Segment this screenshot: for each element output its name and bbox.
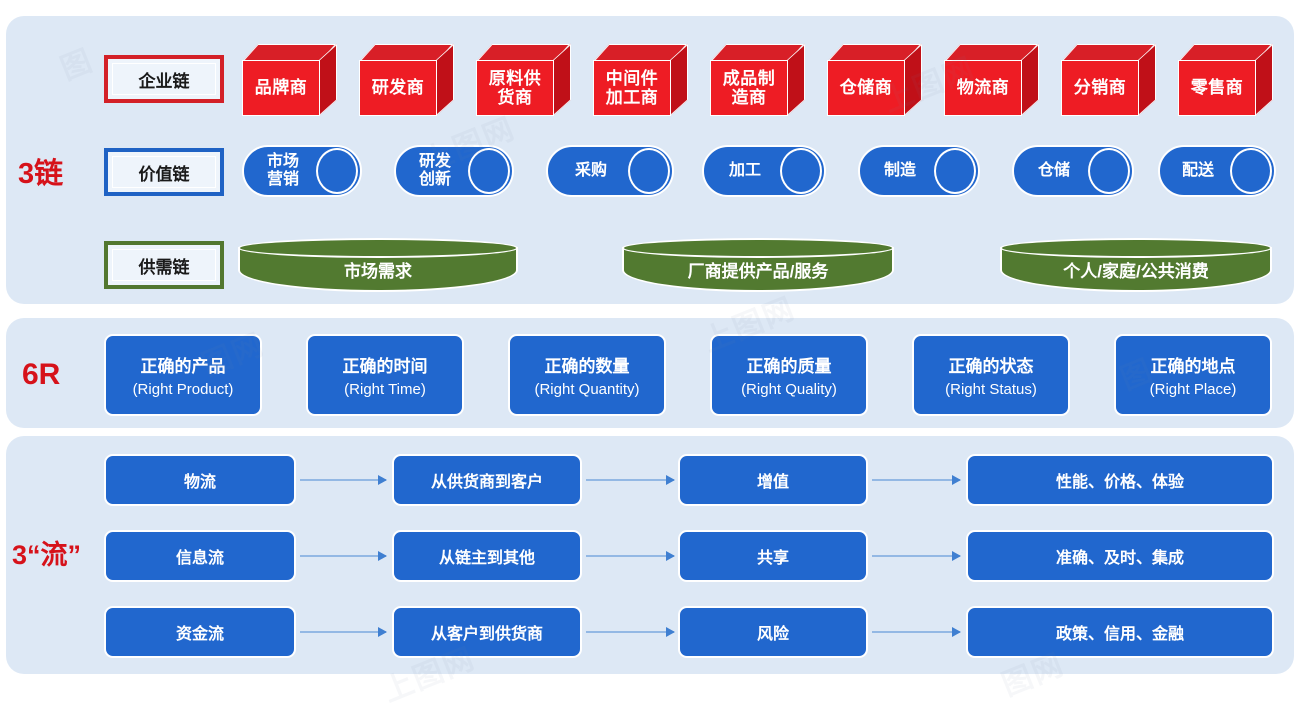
flow-effect[interactable]: 风险 — [678, 606, 868, 658]
six-r-card-cn: 正确的质量 — [746, 357, 832, 376]
box-front-face: 品牌商 — [242, 60, 320, 116]
cylinder-cap — [316, 148, 358, 194]
plate-label: 企业链 — [138, 71, 190, 91]
six-r-card-en: (Right Quantity) — [534, 381, 640, 398]
flow-arrow — [872, 475, 961, 485]
disc-lid — [622, 238, 894, 258]
section-label-chains: 3链 — [18, 158, 64, 190]
box-front-face: 原料供货商 — [476, 60, 554, 116]
plate-label: 供需链 — [138, 257, 190, 277]
six-r-card-en: (Right Status) — [945, 381, 1037, 398]
value-node[interactable]: 制造 — [858, 145, 980, 197]
plate-enterprise-chain: 企业链 — [104, 55, 224, 103]
value-node[interactable]: 市场营销 — [242, 145, 362, 197]
disc-lid — [1000, 238, 1272, 258]
flow-path[interactable]: 从供货商到客户 — [392, 454, 582, 506]
flow-arrow — [586, 551, 675, 561]
flow-attrs[interactable]: 政策、信用、金融 — [966, 606, 1274, 658]
value-node-label: 制造 — [883, 162, 916, 180]
disc-lid — [238, 238, 518, 258]
supply-node[interactable]: 厂商提供产品/服务 — [622, 238, 894, 292]
cylinder-cap — [628, 148, 670, 194]
flow-arrow — [872, 551, 961, 561]
flow-name[interactable]: 物流 — [104, 454, 296, 506]
box-front-face: 中间件加工商 — [593, 60, 671, 116]
six-r-card-en: (Right Time) — [344, 381, 426, 398]
value-node[interactable]: 仓储 — [1012, 145, 1134, 197]
cylinder-cap — [780, 148, 822, 194]
six-r-card-cn: 正确的数量 — [544, 357, 630, 376]
flow-arrow — [300, 551, 387, 561]
supply-node-label: 个人/家庭/公共消费 — [1063, 261, 1209, 281]
box-front-face: 零售商 — [1178, 60, 1256, 116]
flow-arrow — [300, 475, 387, 485]
flow-arrow — [872, 627, 961, 637]
flow-attrs[interactable]: 性能、价格、体验 — [966, 454, 1274, 506]
flow-attrs[interactable]: 准确、及时、集成 — [966, 530, 1274, 582]
flow-arrow — [586, 475, 675, 485]
value-node-label: 仓储 — [1037, 162, 1070, 180]
supply-node[interactable]: 市场需求 — [238, 238, 518, 292]
value-node-label: 市场营销 — [266, 153, 299, 188]
six-r-card[interactable]: 正确的状态 (Right Status) — [912, 334, 1070, 416]
six-r-card-cn: 正确的产品 — [140, 357, 226, 376]
flow-name[interactable]: 资金流 — [104, 606, 296, 658]
flow-effect[interactable]: 共享 — [678, 530, 868, 582]
flow-path[interactable]: 从客户到供货商 — [392, 606, 582, 658]
six-r-card-en: (Right Place) — [1149, 381, 1237, 398]
cylinder-cap — [934, 148, 976, 194]
value-node-label: 加工 — [728, 162, 761, 180]
flow-name[interactable]: 信息流 — [104, 530, 296, 582]
box-front-face: 成品制造商 — [710, 60, 788, 116]
plate-supply-chain: 供需链 — [104, 241, 224, 289]
section-label-flows: 3“流” — [12, 540, 82, 570]
supply-node[interactable]: 个人/家庭/公共消费 — [1000, 238, 1272, 292]
six-r-card-cn: 正确的地点 — [1150, 357, 1236, 376]
flow-effect[interactable]: 增值 — [678, 454, 868, 506]
value-node-label: 采购 — [574, 162, 607, 180]
value-node[interactable]: 采购 — [546, 145, 674, 197]
plate-value-chain: 价值链 — [104, 148, 224, 196]
cylinder-cap — [468, 148, 510, 194]
value-node[interactable]: 研发创新 — [394, 145, 514, 197]
six-r-card-en: (Right Quality) — [741, 381, 837, 398]
cylinder-cap — [1230, 148, 1272, 194]
flow-arrow — [300, 627, 387, 637]
supply-node-label: 市场需求 — [344, 261, 412, 281]
box-front-face: 分销商 — [1061, 60, 1139, 116]
six-r-card[interactable]: 正确的时间 (Right Time) — [306, 334, 464, 416]
box-front-face: 研发商 — [359, 60, 437, 116]
box-front-face: 仓储商 — [827, 60, 905, 116]
section-label-6r: 6R — [22, 358, 61, 391]
value-node[interactable]: 配送 — [1158, 145, 1276, 197]
flow-arrow — [586, 627, 675, 637]
six-r-card-en: (Right Product) — [132, 381, 234, 398]
six-r-card-cn: 正确的时间 — [342, 357, 428, 376]
six-r-card[interactable]: 正确的地点 (Right Place) — [1114, 334, 1272, 416]
cylinder-cap — [1088, 148, 1130, 194]
flow-path[interactable]: 从链主到其他 — [392, 530, 582, 582]
six-r-card-cn: 正确的状态 — [948, 357, 1034, 376]
supply-node-label: 厂商提供产品/服务 — [687, 261, 829, 281]
value-node[interactable]: 加工 — [702, 145, 826, 197]
box-front-face: 物流商 — [944, 60, 1022, 116]
six-r-card[interactable]: 正确的数量 (Right Quantity) — [508, 334, 666, 416]
value-node-label: 配送 — [1181, 162, 1214, 180]
six-r-card[interactable]: 正确的质量 (Right Quality) — [710, 334, 868, 416]
plate-label: 价值链 — [138, 164, 190, 184]
six-r-card[interactable]: 正确的产品 (Right Product) — [104, 334, 262, 416]
value-node-label: 研发创新 — [418, 153, 451, 188]
